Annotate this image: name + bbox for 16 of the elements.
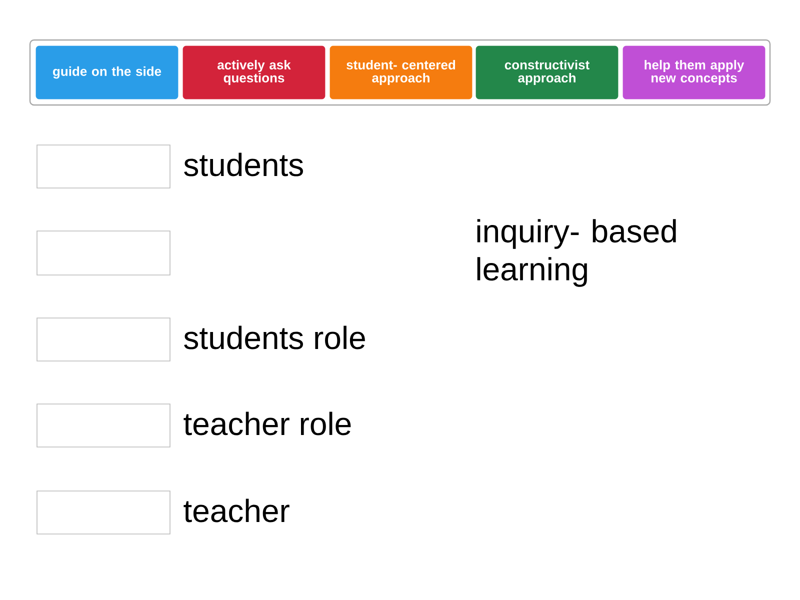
answer-box <box>36 230 170 276</box>
term-text: inquiry- based learning <box>477 219 676 287</box>
answer-tile: constructivist approach <box>476 46 618 100</box>
prompt-text: students <box>184 152 303 176</box>
prompt-text: students role <box>184 326 365 350</box>
prompt-text: teacher <box>184 498 290 522</box>
answer-box <box>36 144 170 188</box>
answer-box <box>36 318 170 362</box>
answer-box <box>36 490 170 534</box>
answer-tile: student- centered approach <box>330 46 472 100</box>
answer-tile: actively ask questions <box>182 46 326 100</box>
prompt-text: teacher role <box>184 412 351 436</box>
answer-box <box>36 404 170 448</box>
tile-tray <box>29 39 771 106</box>
answer-tile: guide on the side <box>36 46 178 100</box>
answer-tile: help them apply new concepts <box>622 46 766 100</box>
